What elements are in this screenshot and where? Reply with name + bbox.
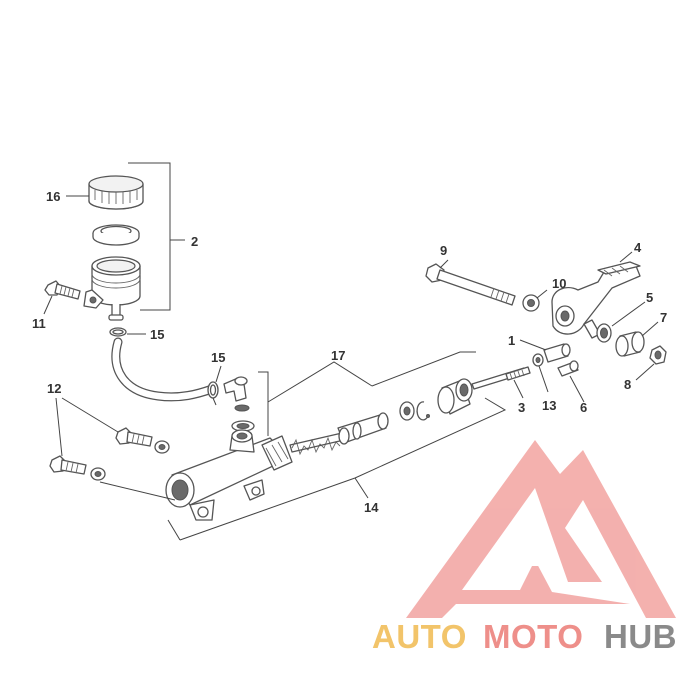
clevis-1	[543, 343, 571, 363]
callout-5: 5	[646, 290, 653, 305]
washer-12-lower	[90, 467, 106, 481]
snap-ring	[416, 401, 430, 421]
callout-9: 9	[440, 243, 447, 258]
callout-4: 4	[634, 240, 642, 255]
bolt-12-upper	[115, 427, 153, 447]
callout-16: 16	[46, 189, 60, 204]
callout-6: 6	[580, 400, 587, 415]
hose-clip-15-upper	[109, 327, 127, 337]
callout-1: 1	[508, 333, 515, 348]
hose-clip-15-lower	[207, 381, 219, 406]
callout-12: 12	[47, 381, 61, 396]
leader-lines	[43, 162, 659, 541]
locknut-13	[532, 353, 544, 367]
elbow-fitting	[223, 376, 250, 412]
piston-seal	[399, 401, 415, 421]
fluid-hose	[111, 337, 217, 402]
reservoir-diaphragm	[92, 224, 140, 246]
piston	[337, 412, 389, 445]
reservoir-body	[83, 256, 141, 321]
spacer-7	[615, 331, 645, 357]
push-rod-3	[471, 366, 531, 390]
callout-13: 13	[542, 398, 556, 413]
callout-14: 14	[364, 500, 379, 515]
callout-2: 2	[191, 234, 198, 249]
reservoir-cap-16	[88, 175, 144, 210]
callout-17: 17	[331, 348, 345, 363]
washer-12-upper	[154, 440, 170, 454]
callout-15-lower: 15	[211, 350, 225, 365]
bolt-11	[44, 280, 81, 300]
dust-boot	[437, 378, 473, 415]
brake-pedal-4	[551, 261, 641, 339]
callout-11: 11	[32, 316, 46, 331]
callout-3: 3	[518, 400, 525, 415]
fitting-washer	[231, 420, 255, 432]
callout-10: 10	[552, 276, 566, 291]
pivot-bolt-9	[425, 263, 516, 306]
washer-10	[522, 294, 540, 312]
piston-spring	[289, 432, 345, 456]
bushing-5	[596, 323, 612, 343]
nut-8	[649, 345, 667, 365]
clevis-pin-6	[557, 360, 579, 377]
callout-8: 8	[624, 377, 631, 392]
callout-15-upper: 15	[150, 327, 164, 342]
bolt-12-lower	[49, 455, 87, 475]
callout-labels: 16 2 11 15 15 12 17 14 9 10 4 5 7 8 1 13…	[32, 189, 667, 515]
master-cylinder-body-14	[165, 429, 293, 521]
callout-7: 7	[660, 310, 667, 325]
